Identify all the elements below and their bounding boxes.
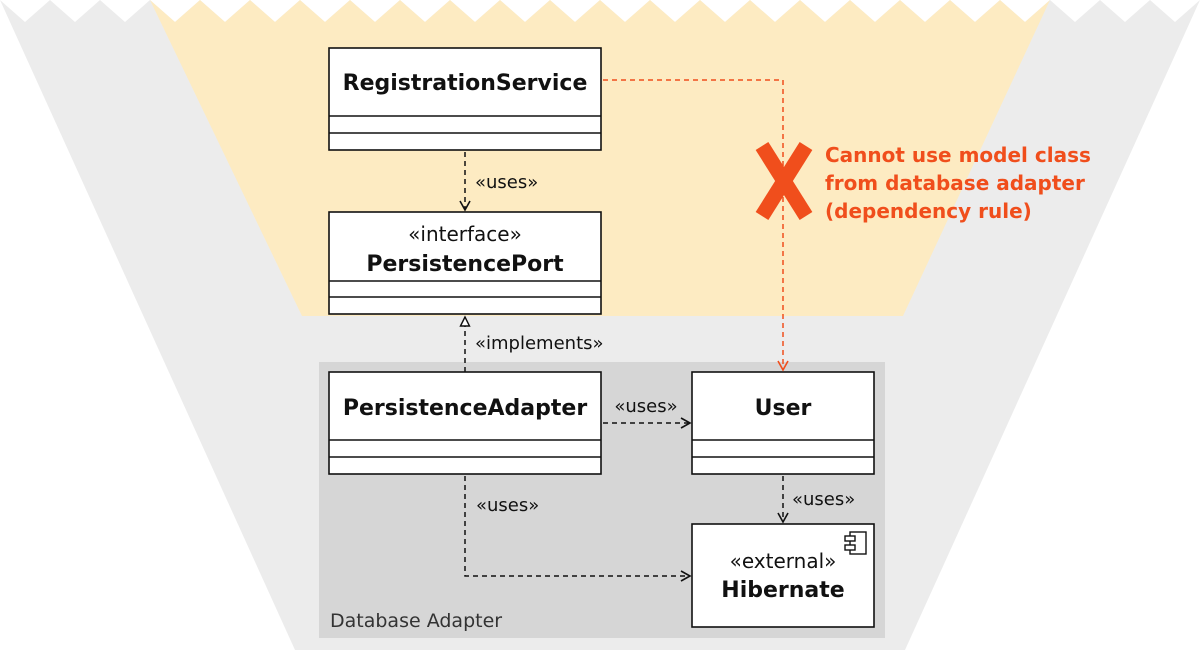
component-icon <box>844 531 867 555</box>
forbidden-dependency <box>603 79 789 372</box>
component-hibernate[interactable]: «external» Hibernate <box>691 523 875 628</box>
relation-label-adapter-uses-user: «uses» <box>614 396 677 417</box>
relation-label-service-uses-port: «uses» <box>475 172 538 193</box>
database-adapter-label: Database Adapter <box>330 610 502 632</box>
registration-service-name: RegistrationService <box>343 71 588 96</box>
persistence-adapter-name: PersistenceAdapter <box>343 396 587 421</box>
class-persistence-port[interactable]: «interface» PersistencePort <box>328 211 602 315</box>
cross-icon <box>755 142 813 220</box>
class-user[interactable]: User <box>691 371 875 475</box>
class-persistence-adapter[interactable]: PersistenceAdapter <box>328 371 602 475</box>
user-name: User <box>755 396 812 421</box>
warning-line-2: from database adapter <box>825 171 1085 195</box>
class-registration-service[interactable]: RegistrationService <box>328 47 602 151</box>
relation-service-uses-port: «uses» <box>459 152 538 212</box>
warning-line-1: Cannot use model class <box>825 143 1091 167</box>
persistence-port-name: PersistencePort <box>366 252 564 277</box>
relation-user-uses-hibernate: «uses» <box>777 476 855 524</box>
persistence-port-stereotype: «interface» <box>408 222 522 246</box>
warning-text: Cannot use model class from database ada… <box>825 143 1098 223</box>
relation-adapter-implements-port: «implements» <box>459 315 604 372</box>
relation-adapter-uses-hibernate: «uses» <box>464 476 692 582</box>
hibernate-name: Hibernate <box>721 578 844 603</box>
relation-label-adapter-uses-hibernate: «uses» <box>476 495 539 516</box>
relation-label-adapter-implements-port: «implements» <box>475 333 604 354</box>
hibernate-stereotype: «external» <box>730 549 837 573</box>
relation-label-user-uses-hibernate: «uses» <box>792 489 855 510</box>
relation-adapter-uses-user: «uses» <box>603 396 692 429</box>
warning-line-3: (dependency rule) <box>825 199 1032 223</box>
